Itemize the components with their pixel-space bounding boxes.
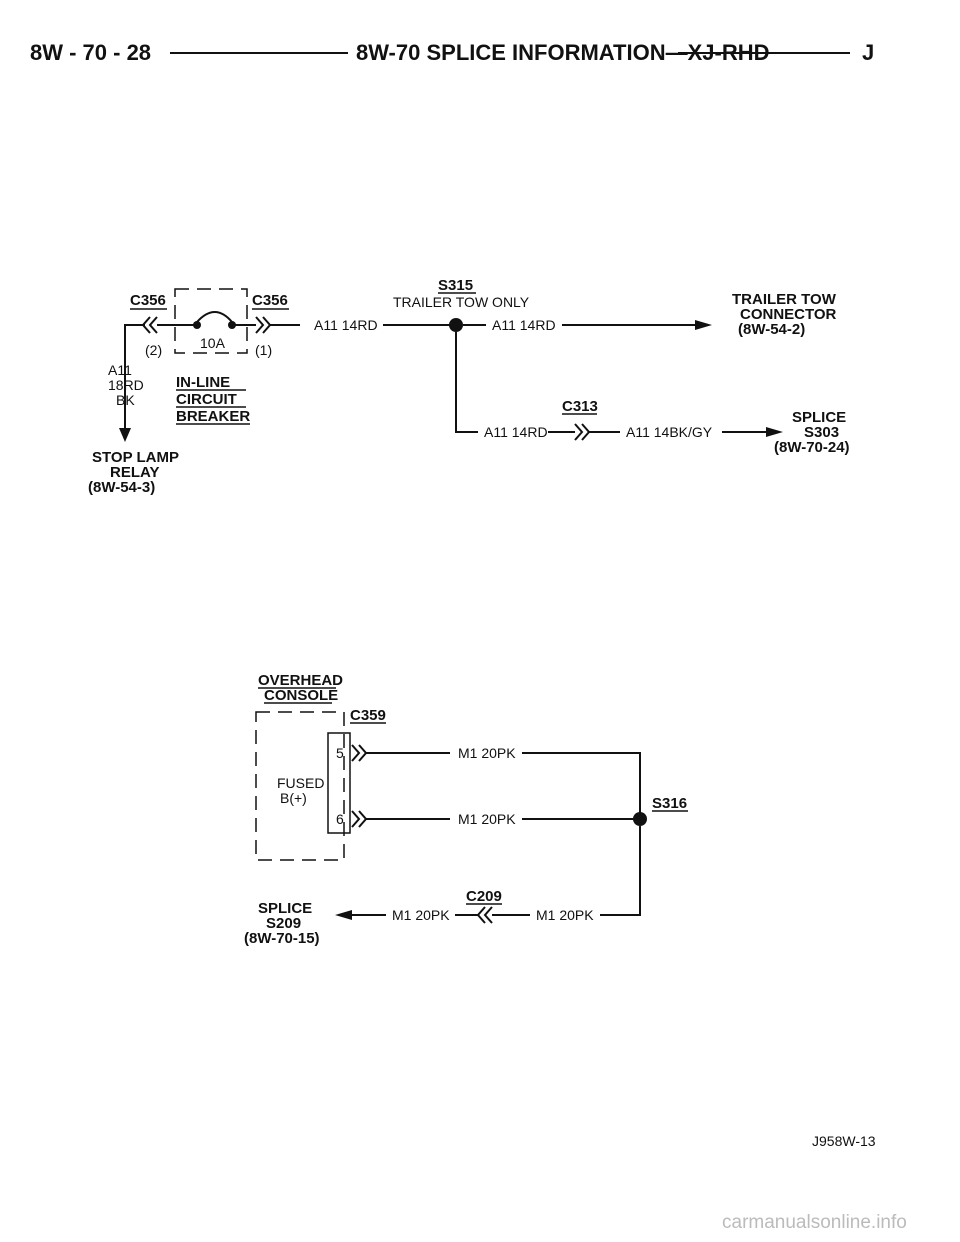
breaker-label-3: BREAKER [176, 408, 250, 425]
stop-lamp-line2: RELAY [110, 464, 159, 481]
wire-m1-4: M1 20PK [536, 907, 594, 923]
stop-lamp-line3: (8W-54-3) [88, 479, 155, 496]
wire-m1-3: M1 20PK [392, 907, 450, 923]
wire-left-line2: 18RD [108, 377, 144, 393]
wire-a11-14rd-2: A11 14RD [492, 317, 556, 333]
splice-s303-line1: SPLICE [792, 409, 846, 426]
breaker-rating: 10A [200, 335, 226, 351]
console-dashed-box [255, 711, 345, 861]
breaker-label-2: CIRCUIT [176, 391, 237, 408]
wire-s315-down [455, 332, 478, 433]
pin-6-label: 6 [336, 811, 344, 827]
wire-a11-14rd-1: A11 14RD [314, 317, 378, 333]
console-line1: OVERHEAD [258, 672, 343, 689]
breaker-element [196, 311, 233, 323]
c313-label: C313 [562, 398, 598, 415]
wire-left-line1: A11 [108, 362, 132, 378]
c356-right-label: C356 [252, 292, 288, 309]
wire-a11-14bkgy: A11 14BK/GY [626, 424, 713, 440]
arrow-to-trailer [695, 320, 712, 330]
fused-line1: FUSED [277, 775, 324, 791]
connector-c356-left-symbol [141, 316, 158, 334]
wire-m1-2: M1 20PK [458, 811, 516, 827]
splice-s303-line2: S303 [804, 424, 839, 441]
splice-s315-dot [449, 318, 463, 332]
wire-pin5-to-s316 [522, 752, 641, 815]
page-header: 8W - 70 - 28 8W-70 SPLICE INFORMATION—XJ… [30, 40, 874, 65]
wire-a11-18rdbk [124, 324, 145, 430]
connector-c209-symbol [476, 906, 493, 924]
c209-label: C209 [466, 888, 502, 905]
trailer-line3: (8W-54-2) [738, 321, 805, 338]
c359-label: C359 [350, 707, 386, 724]
s315-label: S315 [438, 277, 473, 294]
trailer-line1: TRAILER TOW [732, 291, 837, 308]
splice-s209-line1: SPLICE [258, 900, 312, 917]
pin-5-label: 5 [336, 745, 344, 761]
upper-diagram: C356 C356 (2) 10A (1) A11 18RD BK IN-LIN… [88, 277, 850, 496]
trailer-line2: CONNECTOR [740, 306, 837, 323]
pin-6-terminal [351, 810, 368, 828]
connector-c359-body [327, 732, 351, 834]
section-letter: J [862, 40, 874, 65]
pin-1-label: (1) [255, 342, 272, 358]
arrow-to-s209 [335, 910, 352, 920]
wire-m1-1: M1 20PK [458, 745, 516, 761]
stop-lamp-line1: STOP LAMP [92, 449, 179, 466]
pin-2-label: (2) [145, 342, 162, 358]
connector-c356-right-symbol [255, 316, 272, 334]
splice-s209-line3: (8W-70-15) [244, 930, 320, 947]
arrow-to-stop-lamp [119, 428, 131, 442]
trailer-tow-only: TRAILER TOW ONLY [393, 294, 530, 310]
page-ref: 8W - 70 - 28 [30, 40, 151, 65]
connector-c313-symbol [574, 423, 591, 441]
s316-label: S316 [652, 795, 687, 812]
splice-s303-line3: (8W-70-24) [774, 439, 850, 456]
breaker-terminal-left [193, 321, 201, 329]
pin-5-terminal [351, 744, 368, 762]
breaker-dashed-box [174, 288, 248, 354]
wire-left-line3: BK [116, 392, 135, 408]
fused-line2: B(+) [280, 790, 307, 806]
lower-diagram: OVERHEAD CONSOLE C359 5 6 FUSED B(+) M1 … [244, 672, 688, 947]
console-line2: CONSOLE [264, 687, 338, 704]
wire-s316-down [600, 826, 641, 916]
watermark: carmanualsonline.info [722, 1212, 907, 1233]
figure-id: J958W-13 [812, 1133, 876, 1149]
c356-left-label: C356 [130, 292, 166, 309]
wire-a11-14rd-3: A11 14RD [484, 424, 548, 440]
splice-s209-line2: S209 [266, 915, 301, 932]
breaker-label-1: IN-LINE [176, 374, 230, 391]
arrow-to-s303 [766, 427, 783, 437]
splice-s316-dot [633, 812, 647, 826]
